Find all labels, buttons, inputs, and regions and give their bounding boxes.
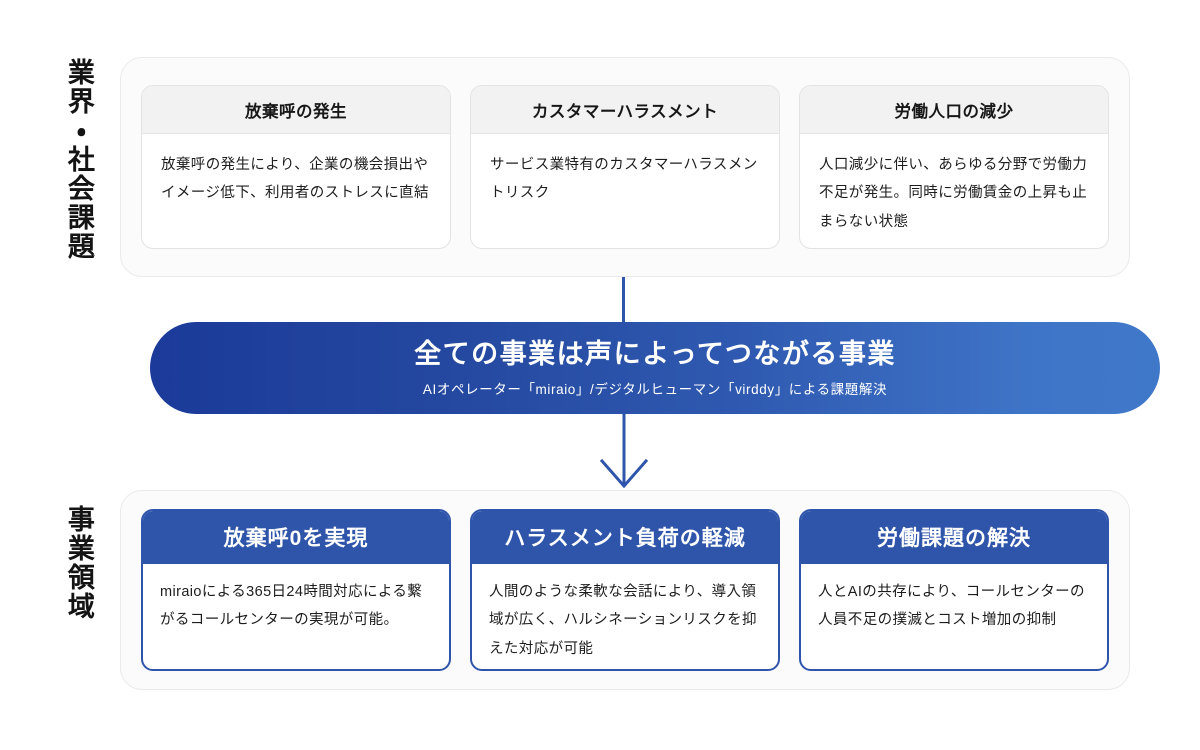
arrow-down-icon <box>599 414 649 489</box>
banner-subtitle: AIオペレーター「miraio」/デジタルヒューマン「virddy」による課題解… <box>422 382 888 398</box>
issue-card-body: サービス業特有のカスタマーハラスメントリスク <box>490 157 758 202</box>
banner-title: 全ての事業は声によってつながる事業 <box>414 338 896 369</box>
issues-card-row: 放棄呼の発生 放棄呼の発生により、企業の機会損出やイメージ低下、利用者のストレス… <box>121 58 1129 276</box>
issue-card-title: 労働人口の減少 <box>800 86 1108 134</box>
business-card-body: miraioによる365日24時間対応による繋がるコールセンターの実現が可能。 <box>160 584 423 629</box>
business-panel: 放棄呼0を実現 miraioによる365日24時間対応による繋がるコールセンター… <box>120 490 1130 690</box>
business-card-row: 放棄呼0を実現 miraioによる365日24時間対応による繋がるコールセンター… <box>121 491 1129 689</box>
business-card[interactable]: ハラスメント負荷の軽減 人間のような柔軟な会話により、導入領域が広く、ハルシネー… <box>470 509 780 671</box>
central-banner: 全ての事業は声によってつながる事業 AIオペレーター「miraio」/デジタルヒ… <box>150 322 1160 414</box>
business-card-body: 人間のような柔軟な会話により、導入領域が広く、ハルシネーションリスクを抑えた対応… <box>489 584 757 657</box>
business-card[interactable]: 放棄呼0を実現 miraioによる365日24時間対応による繋がるコールセンター… <box>141 509 451 671</box>
connector-line-icon <box>622 277 625 323</box>
business-card-title: 放棄呼0を実現 <box>143 511 449 564</box>
section-label-issues: 業界・社会課題 <box>63 58 94 261</box>
section-label-business: 事業領域 <box>63 505 94 621</box>
business-card-body: 人とAIの共存により、コールセンターの人員不足の撲滅とコスト増加の抑制 <box>818 584 1085 629</box>
issue-card-title: カスタマーハラスメント <box>471 86 779 134</box>
issue-card[interactable]: カスタマーハラスメント サービス業特有のカスタマーハラスメントリスク <box>470 85 780 249</box>
business-card[interactable]: 労働課題の解決 人とAIの共存により、コールセンターの人員不足の撲滅とコスト増加… <box>799 509 1109 671</box>
issue-card[interactable]: 労働人口の減少 人口減少に伴い、あらゆる分野で労働力不足が発生。同時に労働賃金の… <box>799 85 1109 249</box>
business-card-title: ハラスメント負荷の軽減 <box>472 511 778 564</box>
issue-card[interactable]: 放棄呼の発生 放棄呼の発生により、企業の機会損出やイメージ低下、利用者のストレス… <box>141 85 451 249</box>
business-card-title: 労働課題の解決 <box>801 511 1107 564</box>
issues-panel: 放棄呼の発生 放棄呼の発生により、企業の機会損出やイメージ低下、利用者のストレス… <box>120 57 1130 277</box>
issue-card-title: 放棄呼の発生 <box>142 86 450 134</box>
issue-card-body: 人口減少に伴い、あらゆる分野で労働力不足が発生。同時に労働賃金の上昇も止まらない… <box>819 157 1088 230</box>
issue-card-body: 放棄呼の発生により、企業の機会損出やイメージ低下、利用者のストレスに直結 <box>161 157 429 202</box>
